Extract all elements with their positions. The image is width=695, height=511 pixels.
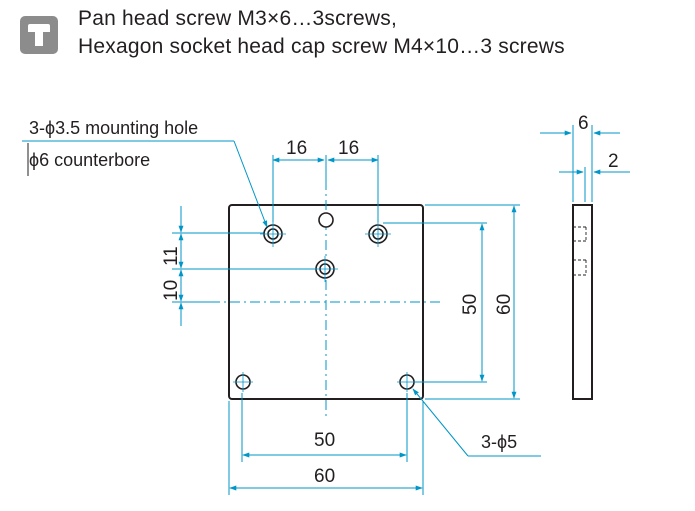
dim-bottom-50: 50: [314, 430, 335, 451]
dim-left-10: 10: [161, 280, 182, 301]
mounting-hole-label: 3-ϕ3.5 mounting hole: [29, 118, 198, 138]
header-line-1: Pan head screw M3×6…3screws,: [78, 7, 397, 30]
hole-top-center: [318, 212, 334, 228]
header-line-2: Hexagon socket head cap screw M4×10…3 sc…: [78, 35, 565, 58]
dimension-arrows: [178, 157, 517, 491]
dim-bottom-60: 60: [314, 466, 335, 487]
leader-mounting-hole: [22, 140, 268, 228]
extension-lines: [172, 155, 520, 495]
dim-side-2: 2: [608, 151, 619, 172]
counterbore-holes: [235, 212, 415, 390]
holes-5-label: 3-ϕ5: [481, 432, 517, 452]
dim-right-60: 60: [494, 294, 515, 315]
side-view-outline: [572, 204, 593, 400]
center-lines: [210, 180, 440, 416]
leader-holes-5: [412, 388, 541, 457]
dim-right-50: 50: [460, 294, 481, 315]
dim-top-right: 16: [338, 138, 359, 159]
side-view-dims: [540, 125, 630, 202]
screw-icon: [20, 16, 58, 54]
hole-crosshairs: [233, 221, 417, 392]
dim-left-11: 11: [161, 246, 182, 266]
dim-top-left: 16: [286, 138, 307, 159]
dim-side-6: 6: [578, 113, 589, 134]
counterbore-label: ϕ6 counterbore: [29, 150, 150, 170]
side-view-hidden-lines: [573, 226, 587, 276]
